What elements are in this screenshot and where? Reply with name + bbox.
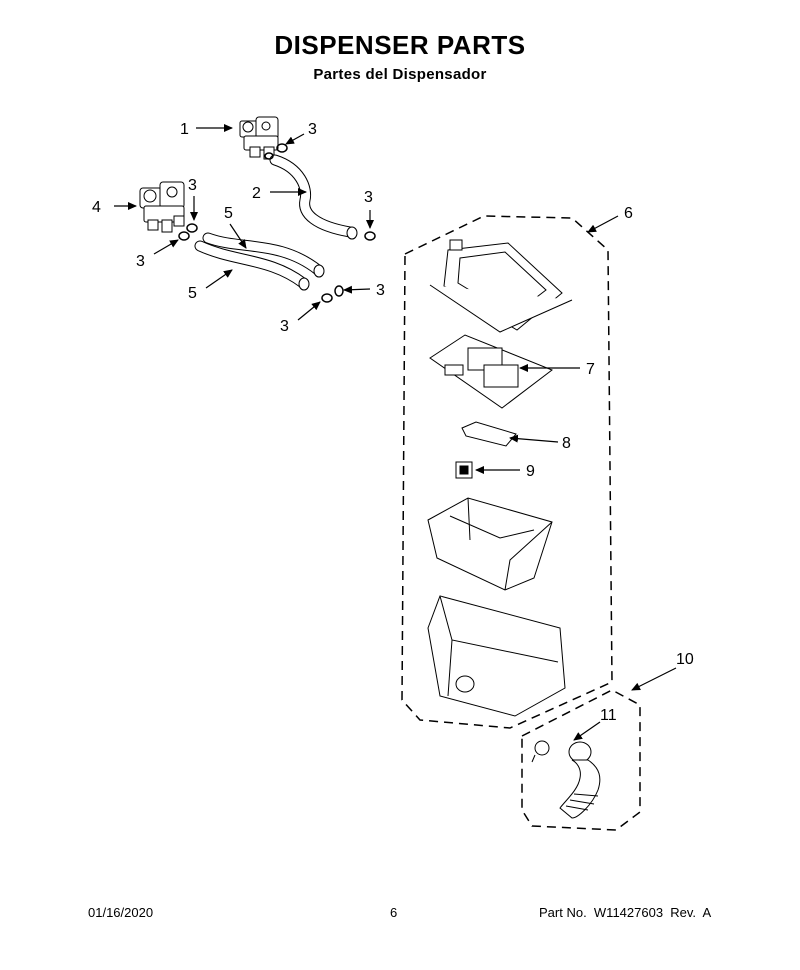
hose-clamps xyxy=(178,143,376,303)
hose-kit-outline xyxy=(521,689,641,831)
callout-6: 6 xyxy=(624,205,633,222)
callout-10: 10 xyxy=(676,651,694,668)
dispenser-drawer xyxy=(427,497,553,591)
callout-2: 2 xyxy=(252,185,261,202)
footer-part-number: Part No. W11427603 Rev. A xyxy=(539,905,712,920)
callout-3: 3 xyxy=(364,189,373,206)
callout-9: 9 xyxy=(526,463,535,480)
dispenser-top-cover xyxy=(429,239,573,333)
water-valve-upper xyxy=(239,116,279,160)
page-title: DISPENSER PARTS xyxy=(274,30,526,60)
callout-5: 5 xyxy=(188,285,197,302)
callout-4: 4 xyxy=(92,199,101,216)
dispenser-tray-cover xyxy=(429,334,554,409)
dispenser-housing xyxy=(427,595,566,717)
page-subtitle: Partes del Dispensador xyxy=(313,66,487,83)
callout-3: 3 xyxy=(136,253,145,270)
callout-11: 11 xyxy=(600,707,617,724)
drain-bellows-hose xyxy=(531,740,601,819)
callout-5: 5 xyxy=(224,205,233,222)
dispenser-strip xyxy=(461,421,517,447)
fill-hose-lower-pair xyxy=(194,232,325,291)
dispenser-assembly-outline xyxy=(401,215,613,729)
callout-7: 7 xyxy=(586,361,595,378)
callout-3: 3 xyxy=(188,177,197,194)
dispenser-actuator xyxy=(455,461,473,479)
footer-date: 01/16/2020 xyxy=(88,905,154,920)
callout-arrows xyxy=(114,124,677,741)
water-valve-lower xyxy=(139,181,185,233)
callout-3: 3 xyxy=(308,121,317,138)
callout-3: 3 xyxy=(376,282,385,299)
footer-page-number: 6 xyxy=(390,905,398,920)
callout-8: 8 xyxy=(562,435,571,452)
callout-1: 1 xyxy=(180,121,189,138)
callout-3: 3 xyxy=(280,318,289,335)
fill-hose-upper xyxy=(269,154,358,240)
